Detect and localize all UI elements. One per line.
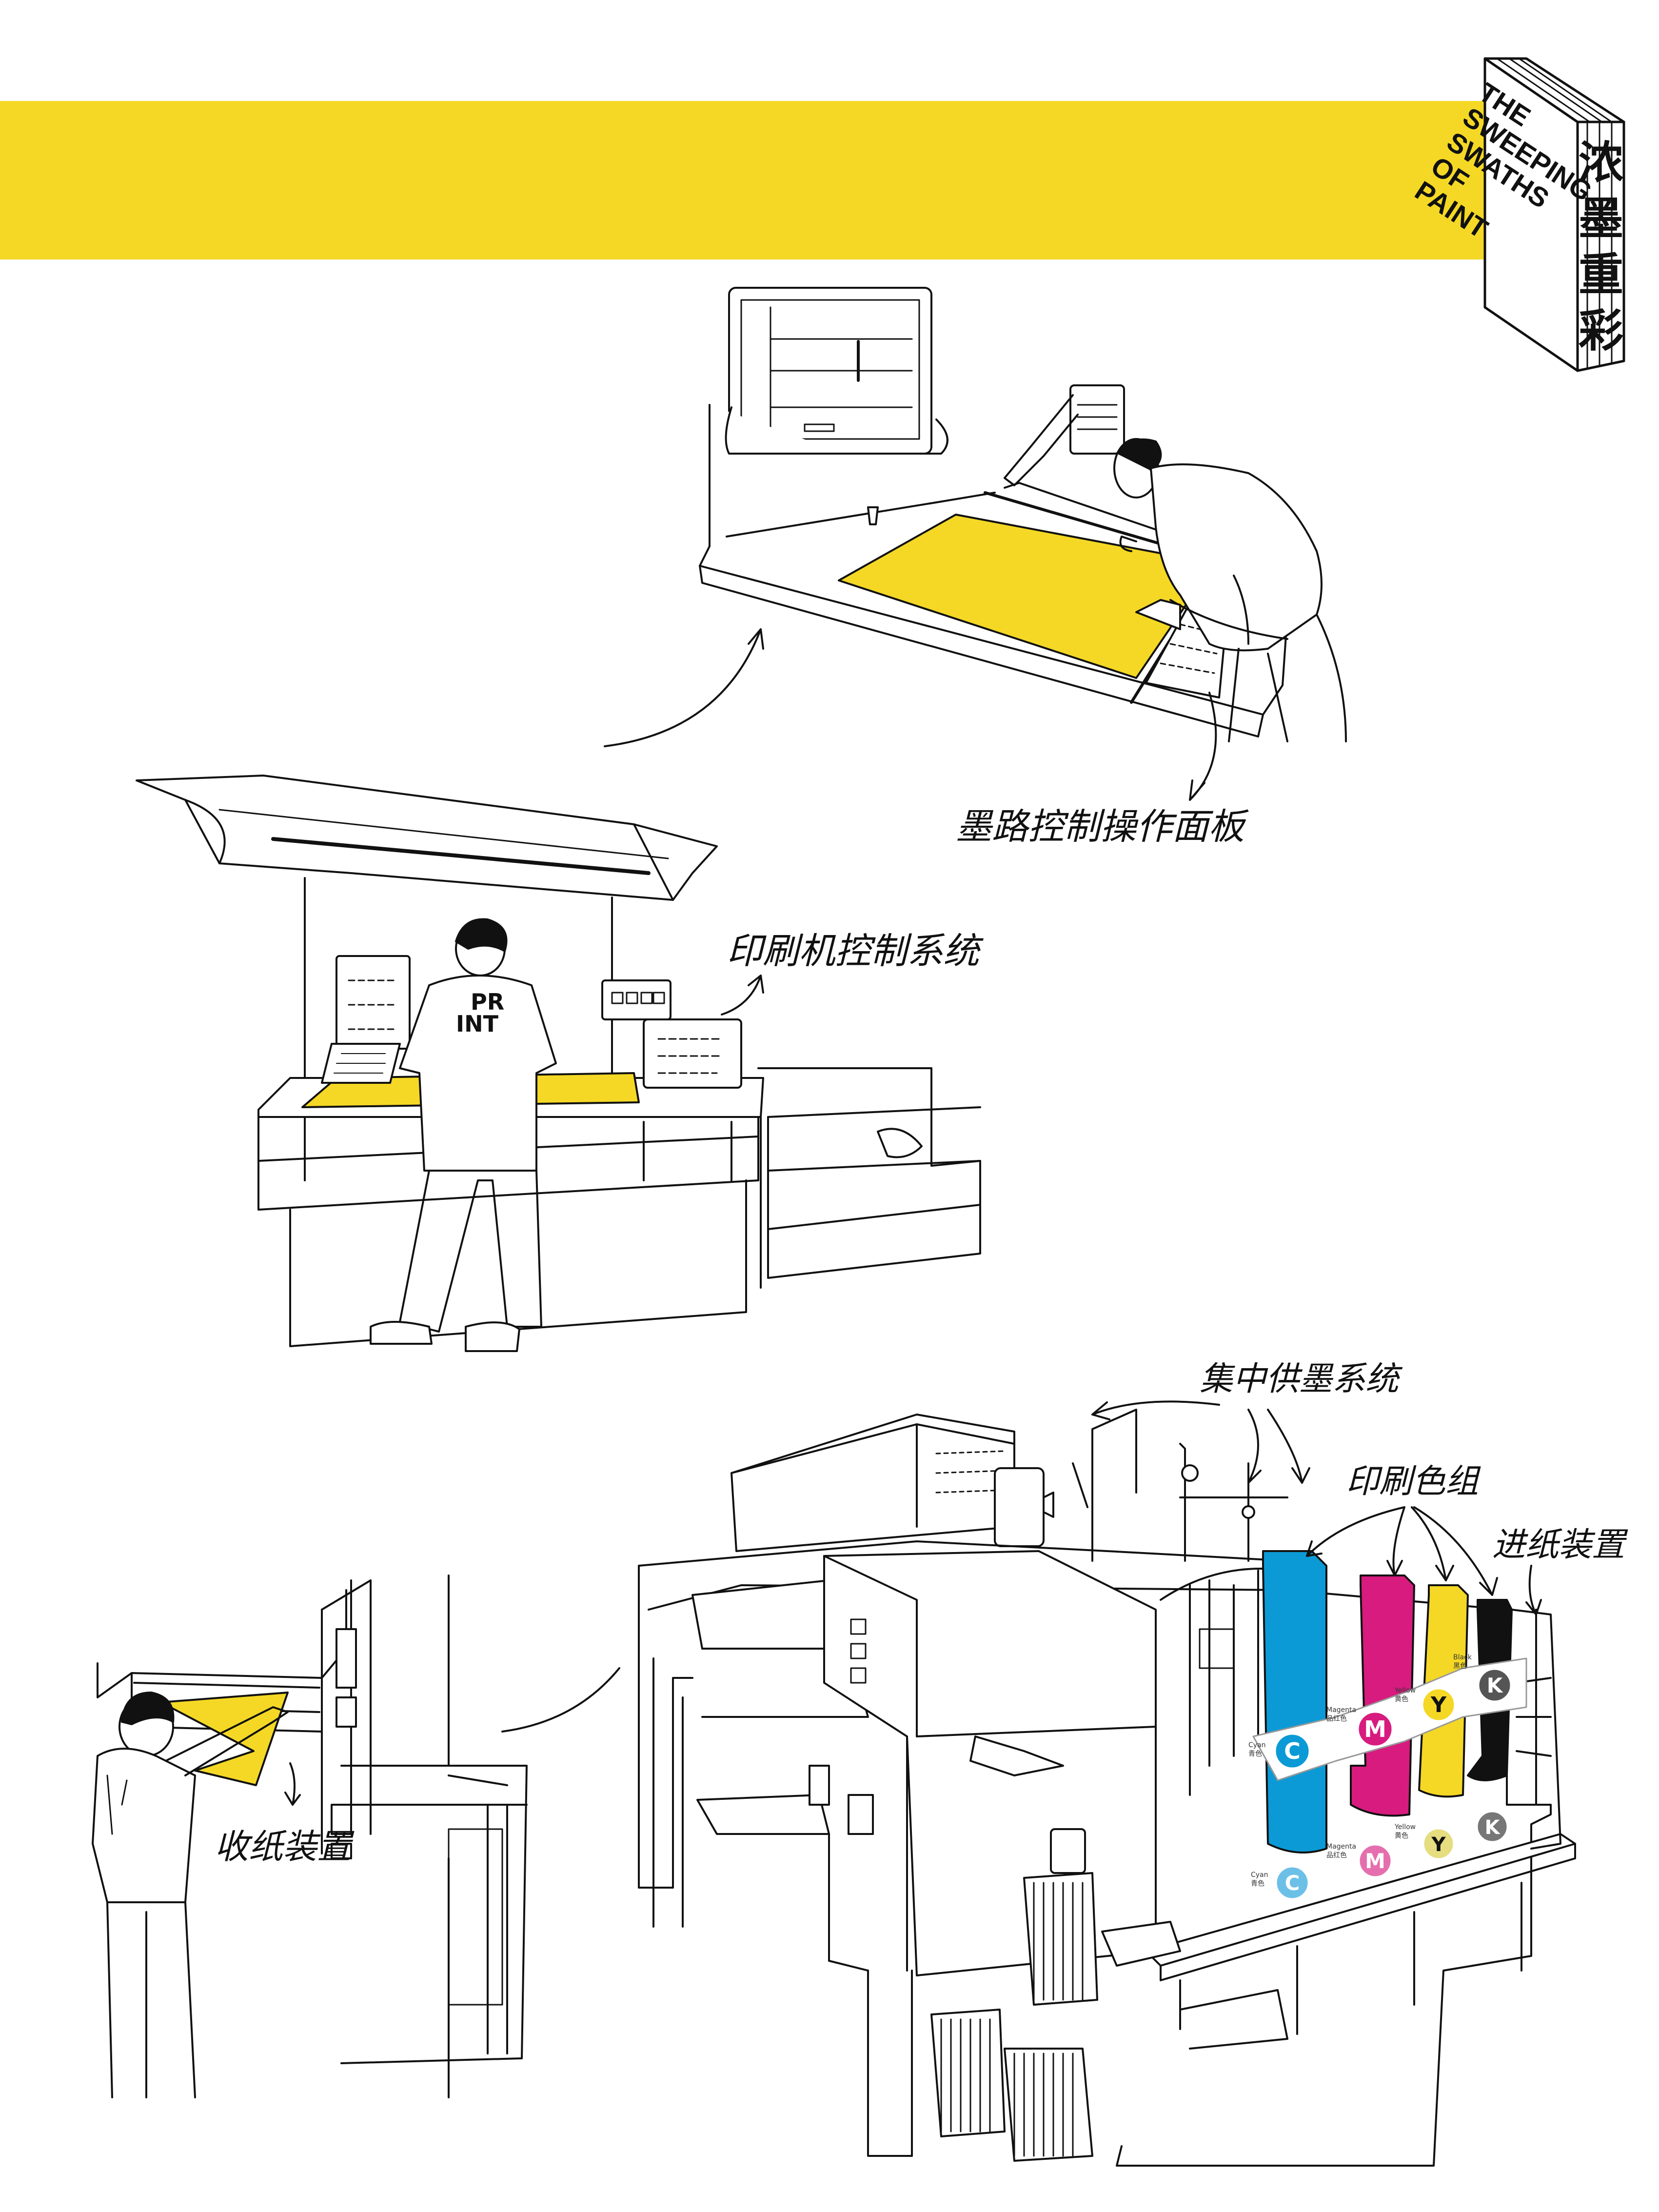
yellow-badge [1421,1687,1457,1723]
header-banner [0,101,1485,259]
arrow [604,628,764,747]
badge-label-zh: 品红色 [1326,1714,1347,1723]
label-feeder: 进纸装置 [1492,1526,1628,1564]
book-title-zh-char: 浓 [1579,137,1624,189]
badge-label-zh: 品红色 [1326,1851,1347,1859]
shirt-text: PR [471,989,504,1015]
arrow [1267,1409,1310,1484]
arrow [1413,1506,1498,1596]
ink-unit-cyan [1262,1550,1327,1853]
ink-console-illustration [699,287,1347,742]
delivery-unit-illustration [92,1574,528,2098]
arrow [1411,1506,1454,1581]
paper-bundles [930,1872,1098,2162]
badge-label-zh: 黑色 [1453,1662,1467,1670]
yellow-badge [1422,1827,1456,1861]
operator-delivery [92,1692,289,2098]
book-title-zh-char: 重 [1579,249,1623,301]
arrow [1525,1565,1542,1615]
badge-letter: M [1365,1849,1385,1873]
badge-label-en: Black [1453,1654,1472,1661]
badge-letter: Y [1430,1693,1447,1717]
badge-label-en: Magenta [1326,1843,1356,1851]
magenta-badge [1356,1710,1394,1748]
book-title-zh-char: 彩 [1579,305,1623,357]
badge-letter: C [1285,1871,1300,1895]
ink-badges-upper: C Cyan 青色 M Magenta 品红色 Y Yellow 黄色 K Bl… [1248,1654,1513,1770]
arrow [721,975,764,1016]
badge-letter: K [1485,1816,1501,1839]
black-badge [1475,1810,1509,1844]
magenta-badge [1357,1843,1393,1879]
cyan-badge [1274,1865,1310,1901]
badge-letter: Y [1431,1833,1446,1856]
operator-standing: PR INT [370,918,557,1352]
ink-unit-magenta [1350,1574,1415,1817]
book-logo: THE SWEEPING SWATHS OF PAINT 浓 墨 重 彩 [1410,57,1625,372]
printing-press-illustration [638,1409,1576,2167]
cyan-badge [1273,1732,1311,1770]
badge-label-zh: 青色 [1251,1879,1264,1888]
operator-leaning [1113,438,1347,742]
badge-label-zh: 青色 [1248,1750,1262,1758]
arrow [501,1667,620,1733]
badge-label-en: Magenta [1326,1706,1356,1714]
arrow [284,1762,301,1806]
arrow [1091,1400,1220,1420]
badge-letter: M [1364,1716,1386,1742]
shirt-text: INT [456,1011,499,1037]
small-screen [1069,384,1125,455]
badge-letter: K [1487,1674,1503,1697]
badge-label-en: Cyan [1248,1741,1266,1749]
badge-label-en: Cyan [1251,1871,1268,1879]
book-title-zh-char: 墨 [1579,193,1623,245]
canopy [136,775,718,901]
arrow [1386,1506,1405,1576]
badge-label-en: Yellow [1394,1687,1416,1694]
label-central-ink: 集中供墨系统 [1200,1360,1403,1398]
badge-letter: C [1284,1738,1301,1764]
label-print-units: 印刷色组 [1346,1462,1481,1501]
black-badge [1477,1667,1513,1703]
badge-label-zh: 黄色 [1395,1695,1408,1703]
badge-label-en: Yellow [1394,1823,1416,1831]
press-control-station: PR INT [136,775,981,1352]
arrow [1189,692,1217,801]
label-delivery: 收纸装置 [215,1827,355,1867]
label-ink-panel: 墨路控制操作面板 [956,806,1249,848]
badge-label-zh: 黄色 [1395,1832,1408,1840]
ink-badges-lower: C Cyan 青色 M Magenta 品红色 Y Yellow 黄色 K [1251,1810,1509,1901]
arrow [1306,1506,1405,1557]
label-press-control: 印刷机控制系统 [727,930,984,972]
arrow [1247,1409,1262,1484]
